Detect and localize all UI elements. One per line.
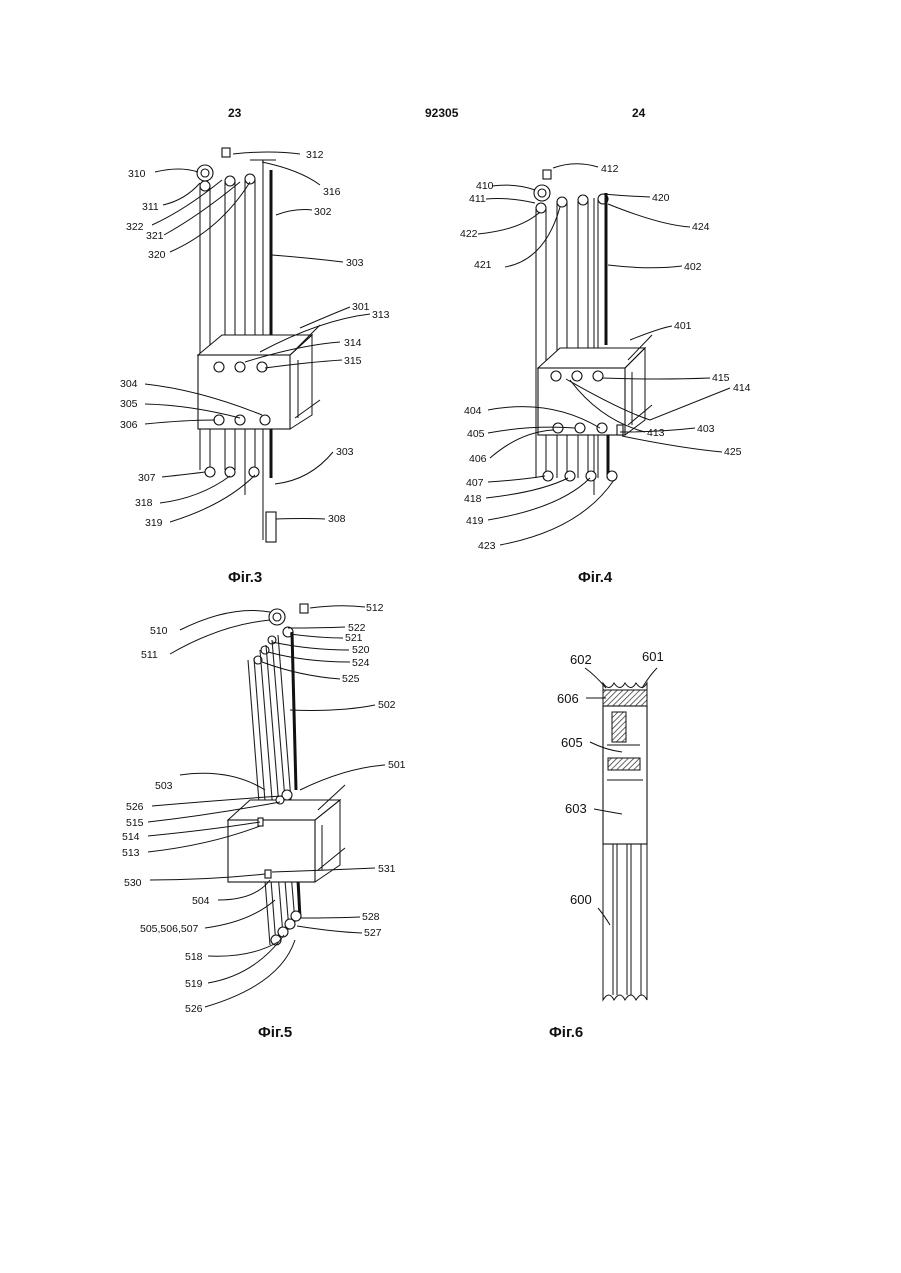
ref-603: 603 <box>565 801 587 816</box>
ref-601: 601 <box>642 649 664 664</box>
caption-fig-6: Фіг.6 <box>549 1024 583 1041</box>
sheave-rim-hatched <box>603 690 647 706</box>
ref-606: 606 <box>557 691 579 706</box>
ref-600: 600 <box>570 892 592 907</box>
ref-605: 605 <box>561 735 583 750</box>
figure-6: 602 601 606 605 603 600 <box>0 0 901 1040</box>
ref-602: 602 <box>570 652 592 667</box>
